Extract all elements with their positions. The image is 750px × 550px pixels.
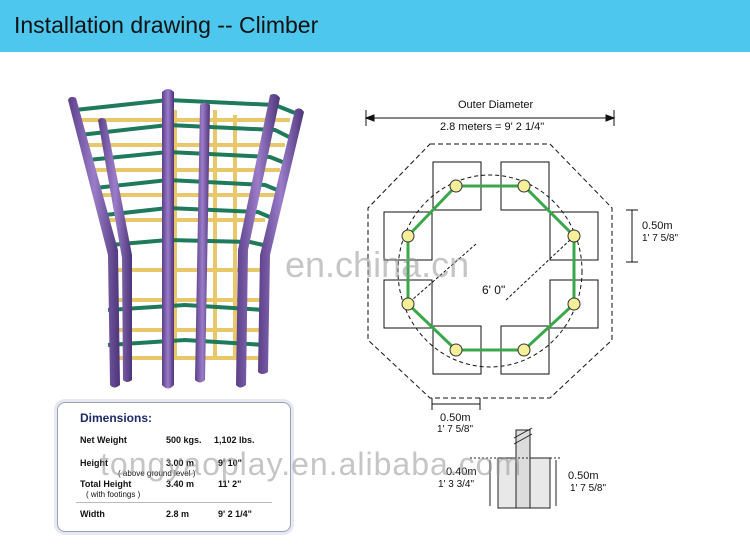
header-bar: Installation drawing -- Climber (0, 0, 750, 52)
bottom-dim-metric: 0.50m (440, 412, 471, 424)
bottom-dim-imperial: 1' 7 5/8" (437, 424, 474, 435)
height-imperial: 9' 10" (218, 458, 242, 468)
inner-circle (397, 174, 583, 368)
total-height-note: ( with footings ) (86, 490, 141, 499)
dimensions-panel: Dimensions: Net Weight 500 kgs. 1,102 lb… (57, 402, 291, 532)
width-imperial: 9' 2 1/4" (218, 509, 252, 519)
total-height-label: Total Height (80, 479, 132, 489)
side-dim-metric: 0.50m (642, 220, 673, 232)
width-label: Width (80, 509, 105, 519)
height-note: ( above ground level ) (118, 469, 196, 478)
outer-diameter-label: Outer Diameter (458, 99, 534, 111)
center-dimension: 6' 0" (482, 283, 506, 297)
footing-depth-imperial: 1' 3 3/4" (438, 479, 475, 490)
outer-octagon (367, 143, 613, 399)
net-weight-kg: 500 kgs. (166, 435, 202, 445)
width-metric: 2.8 m (166, 509, 190, 519)
height-label: Height (80, 458, 108, 468)
purple-poles (68, 89, 304, 389)
dimensions-title: Dimensions: (80, 411, 153, 425)
footing-width-metric: 0.50m (568, 470, 599, 482)
footing-depth-metric: 0.40m (446, 466, 477, 478)
center-arrows (411, 239, 571, 301)
net-weight-lb: 1,102 lbs. (214, 435, 255, 445)
footing-width-imperial: 1' 7 5/8" (570, 483, 607, 494)
net-weight-label: Net Weight (80, 435, 127, 445)
height-metric: 3.00 m (166, 458, 195, 468)
outer-diameter-value: 2.8 meters = 9' 2 1/4" (440, 121, 545, 133)
watermark-secondary: tongyaoplay.en.alibaba.com (100, 446, 523, 482)
post-markers (401, 179, 581, 357)
page-title: Installation drawing -- Climber (14, 12, 319, 38)
total-height-metric: 3.40 m (166, 479, 195, 489)
side-dim-imperial: 1' 7 5/8" (642, 233, 679, 244)
total-height-imperial: 11' 2" (218, 479, 242, 489)
footing-section (470, 427, 560, 509)
watermark-primary: en.china.cn (285, 244, 470, 285)
